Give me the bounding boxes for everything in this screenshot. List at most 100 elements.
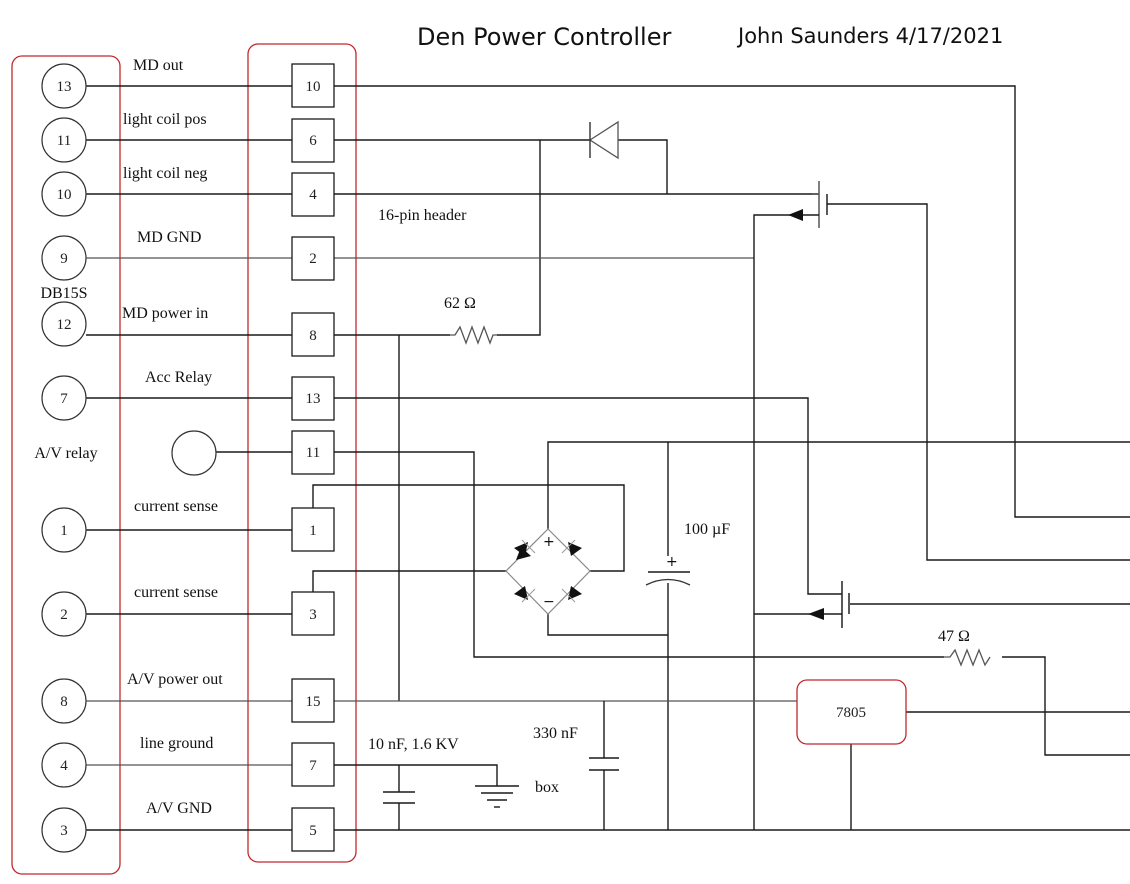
header-pin: 13 [291,376,335,421]
bridge-minus-sign: − [543,594,555,610]
svg-text:5: 5 [309,823,317,839]
header-pin: 6 [291,118,335,163]
svg-text:6: 6 [309,133,317,149]
wire-md-out [86,85,1130,518]
regulator-label: 7805 [836,705,866,721]
header-pin: 4 [291,172,335,217]
resistor-47-label: 47 Ω [938,628,970,645]
header-pin: 10 [291,63,335,108]
svg-text:2: 2 [60,607,68,623]
header-connector-outline [247,43,357,863]
signal-label: A/V GND [146,800,212,817]
signal-label: A/V power out [127,671,223,688]
signal-label: MD GND [137,229,201,246]
signal-label: MD out [133,57,184,74]
signal-label: light coil pos [123,111,207,128]
db15-pin: 11 [41,117,87,163]
db15-name-label: DB15S [40,285,87,302]
signal-label: Acc Relay [145,369,212,386]
cap-plus-sign: + [666,554,678,570]
wire-av-relay [216,451,944,658]
signal-label: line ground [140,735,213,752]
svg-text:2: 2 [309,251,317,267]
svg-text:4: 4 [309,187,317,203]
svg-text:9: 9 [60,251,68,267]
header-pin: 15 [291,678,335,723]
header-pin: 2 [291,236,335,281]
regulator-7805 [796,679,907,745]
svg-text:13: 13 [306,391,321,407]
header-pin: 1 [291,507,335,552]
header-pin: 11 [291,430,335,475]
svg-text:15: 15 [306,694,321,710]
signal-label: current sense [134,498,218,515]
signal-label: light coil neg [123,165,207,182]
resistor-62-ohm-icon [450,325,497,345]
svg-text:7: 7 [60,391,68,407]
bridge-rectifier-icon [505,528,591,615]
author-date: John Saunders 4/17/2021 [736,24,1003,48]
header-pin: 8 [291,312,335,357]
svg-text:11: 11 [57,133,71,149]
svg-text:3: 3 [309,607,317,623]
svg-text:8: 8 [60,694,68,710]
db15-connector-outline [11,55,121,875]
wire-line-ground [86,764,498,830]
capacitor-330nf-icon [589,757,619,771]
capacitor-100uf-icon [645,571,691,586]
wire-av-gnd [86,744,1130,831]
svg-text:10: 10 [57,187,72,203]
wire-ground-bus [753,214,815,830]
db15-pin: 3 [41,807,87,853]
diode-icon [588,120,619,160]
av-relay-label: A/V relay [34,445,97,462]
wire-current-sense-2 [86,570,506,615]
header-pin: 3 [291,591,335,636]
capacitor-330nf-label: 330 nF [533,725,578,742]
svg-text:3: 3 [60,823,68,839]
svg-text:7: 7 [309,758,317,774]
svg-text:13: 13 [57,79,72,95]
svg-text:4: 4 [60,758,68,774]
header-pin: 5 [291,807,335,852]
bridge-plus-sign: + [543,534,555,550]
capacitor-10nf-label: 10 nF, 1.6 KV [368,736,459,753]
resistor-62-label: 62 Ω [444,295,476,312]
ground-box-label: box [535,779,559,796]
capacitor-100uf-label: 100 µF [684,521,730,538]
db15-pin: 10 [41,171,87,217]
db15-pin: 1 [41,507,87,553]
db15-pin: 8 [41,678,87,724]
db15-pin: 7 [41,375,87,421]
svg-text:1: 1 [60,523,68,539]
signal-label: current sense [134,584,218,601]
wire-current-sense-1 [86,484,625,572]
wire-acc-relay [86,397,842,595]
svg-text:12: 12 [57,317,72,333]
header-name-label: 16-pin header [378,207,467,224]
db15-pin: 12 [41,301,87,347]
db15-pin: 9 [41,235,87,281]
wire-av-power-out [86,700,1130,830]
svg-text:1: 1 [309,523,317,539]
db15-pin: 13 [41,63,87,109]
svg-text:8: 8 [309,328,317,344]
diagram-title: Den Power Controller [417,23,671,51]
wire-right-runs [845,203,1130,756]
db15-pin: 2 [41,591,87,637]
mosfet-bottom-icon [808,581,850,628]
svg-text:11: 11 [306,445,320,461]
capacitor-10nf-icon [383,791,415,804]
signal-label: MD power in [122,305,208,322]
db15-pin: 4 [41,742,87,788]
resistor-47-ohm-icon [944,648,991,667]
wire-light-coil-pos [86,139,668,336]
header-pin: 7 [291,742,335,787]
av-relay-terminal [171,430,217,476]
mosfet-top-icon [788,181,845,228]
earth-ground-icon [475,785,519,808]
wire-bridge-outputs [547,441,1130,830]
wire-md-power-in [86,334,450,701]
svg-text:10: 10 [306,79,321,95]
